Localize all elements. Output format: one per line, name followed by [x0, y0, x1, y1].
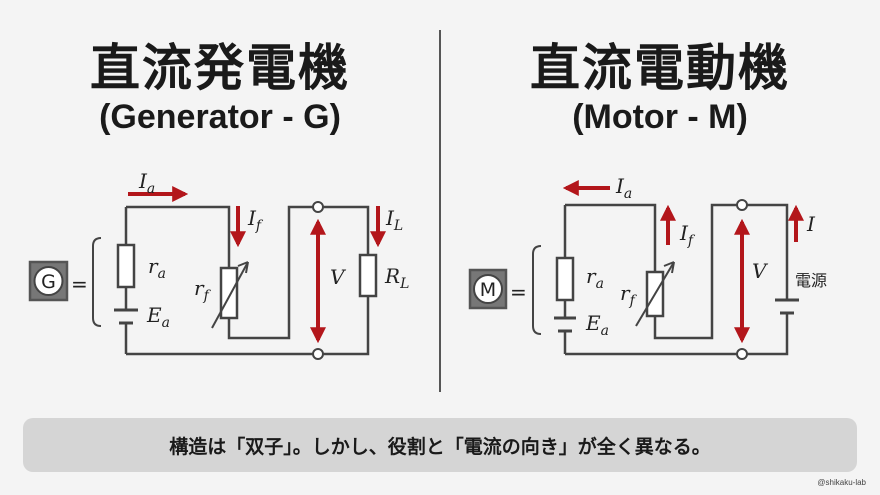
generator-equals: = — [71, 272, 88, 296]
motor-i-label: I — [806, 212, 816, 236]
motor-terminal-bottom — [736, 348, 748, 360]
generator-ra-resistor — [116, 243, 136, 289]
generator-terminal-bottom — [312, 348, 324, 360]
generator-machine-symbol: G — [41, 271, 56, 293]
motor-title-en: (Motor - M) — [572, 98, 748, 136]
svg-text:Ia: Ia — [615, 174, 632, 202]
generator-circuit — [28, 205, 378, 356]
svg-text:RL: RL — [384, 264, 409, 292]
svg-text:If: If — [679, 221, 696, 249]
motor-circuit — [468, 203, 789, 356]
motor-terminal-top — [736, 199, 748, 211]
watermark: @shikaku-lab — [817, 478, 866, 487]
generator-title-en: (Generator - G) — [99, 98, 341, 136]
center-divider — [439, 30, 441, 392]
motor-ra-resistor — [555, 256, 575, 302]
motor-title-jp: 直流電動機 — [530, 39, 790, 97]
svg-text:ra: ra — [586, 264, 604, 292]
motor-equals: = — [510, 280, 527, 304]
svg-text:If: If — [247, 206, 264, 234]
svg-text:IL: IL — [385, 206, 403, 234]
generator-rf-resistor — [219, 266, 239, 320]
svg-text:ra: ra — [148, 254, 166, 282]
motor-v-label: V — [752, 259, 769, 283]
summary-banner: 構造は「双子」。しかし、役割と「電流の向き」が全く異なる。 — [23, 418, 857, 472]
generator-rl-resistor — [358, 253, 378, 298]
svg-text:Ea: Ea — [585, 311, 609, 339]
svg-text:rf: rf — [194, 276, 212, 304]
svg-text:Ia: Ia — [138, 169, 155, 197]
summary-banner-text: 構造は「双子」。しかし、役割と「電流の向き」が全く異なる。 — [169, 435, 711, 458]
generator-terminal-top — [312, 201, 324, 213]
motor-machine-symbol: M — [480, 279, 496, 301]
svg-text:Ea: Ea — [146, 303, 170, 331]
svg-text:rf: rf — [620, 281, 638, 309]
generator-title-jp: 直流発電機 — [90, 39, 350, 97]
generator-v-label: V — [330, 265, 347, 289]
motor-source-label: 電源 — [795, 271, 827, 290]
